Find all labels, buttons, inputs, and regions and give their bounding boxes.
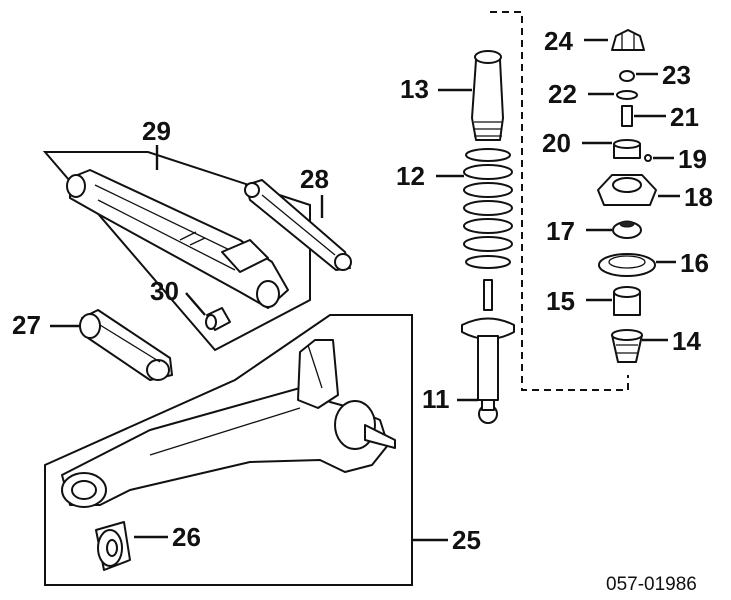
lower-link bbox=[79, 309, 173, 381]
trailing-arm-bushing bbox=[95, 521, 131, 571]
bushing-pin bbox=[205, 307, 231, 331]
callout-28: 28 bbox=[300, 164, 329, 194]
callout-11: 11 bbox=[422, 384, 450, 414]
upper-link bbox=[244, 179, 352, 271]
callout-17: 17 bbox=[546, 216, 575, 246]
callout-14: 14 bbox=[672, 326, 701, 356]
lower-bushing bbox=[612, 220, 642, 239]
coil-spring bbox=[463, 148, 513, 269]
callout-13: 13 bbox=[400, 74, 429, 104]
bump-stop-cap bbox=[611, 29, 645, 51]
callout-21: 21 bbox=[670, 102, 699, 132]
dust-boot bbox=[471, 50, 504, 141]
shock-absorber bbox=[461, 279, 515, 424]
upper-control-arm bbox=[66, 169, 289, 309]
strut-kit-bracket bbox=[490, 11, 629, 391]
trailing-arm bbox=[61, 339, 396, 508]
lower-arm-group-frame bbox=[44, 314, 413, 586]
callout-23: 23 bbox=[662, 60, 691, 90]
leader-lines bbox=[50, 38, 680, 542]
callout-26: 26 bbox=[172, 522, 201, 552]
washer bbox=[616, 90, 638, 100]
upper-nut-washer bbox=[619, 70, 635, 82]
callout-22: 22 bbox=[548, 79, 577, 109]
callout-15: 15 bbox=[546, 286, 575, 316]
bump-stop bbox=[613, 286, 641, 316]
callout-30: 30 bbox=[150, 276, 179, 306]
callout-24: 24 bbox=[544, 26, 573, 56]
callout-12: 12 bbox=[396, 161, 425, 191]
upper-arm-group-frame bbox=[42, 151, 311, 352]
callout-19: 19 bbox=[678, 144, 707, 174]
callout-29: 29 bbox=[142, 116, 171, 146]
drawing-code: 057-01986 bbox=[606, 574, 697, 595]
dust-cover bbox=[611, 329, 643, 363]
spring-seat bbox=[598, 253, 656, 277]
callout-18: 18 bbox=[684, 182, 713, 212]
callout-25: 25 bbox=[452, 525, 481, 555]
callout-20: 20 bbox=[542, 128, 571, 158]
strut-mount bbox=[597, 174, 657, 206]
callout-16: 16 bbox=[680, 248, 709, 278]
collar bbox=[621, 105, 633, 127]
callout-27: 27 bbox=[12, 310, 41, 340]
upper-bushing bbox=[613, 139, 641, 159]
nut bbox=[644, 154, 652, 162]
